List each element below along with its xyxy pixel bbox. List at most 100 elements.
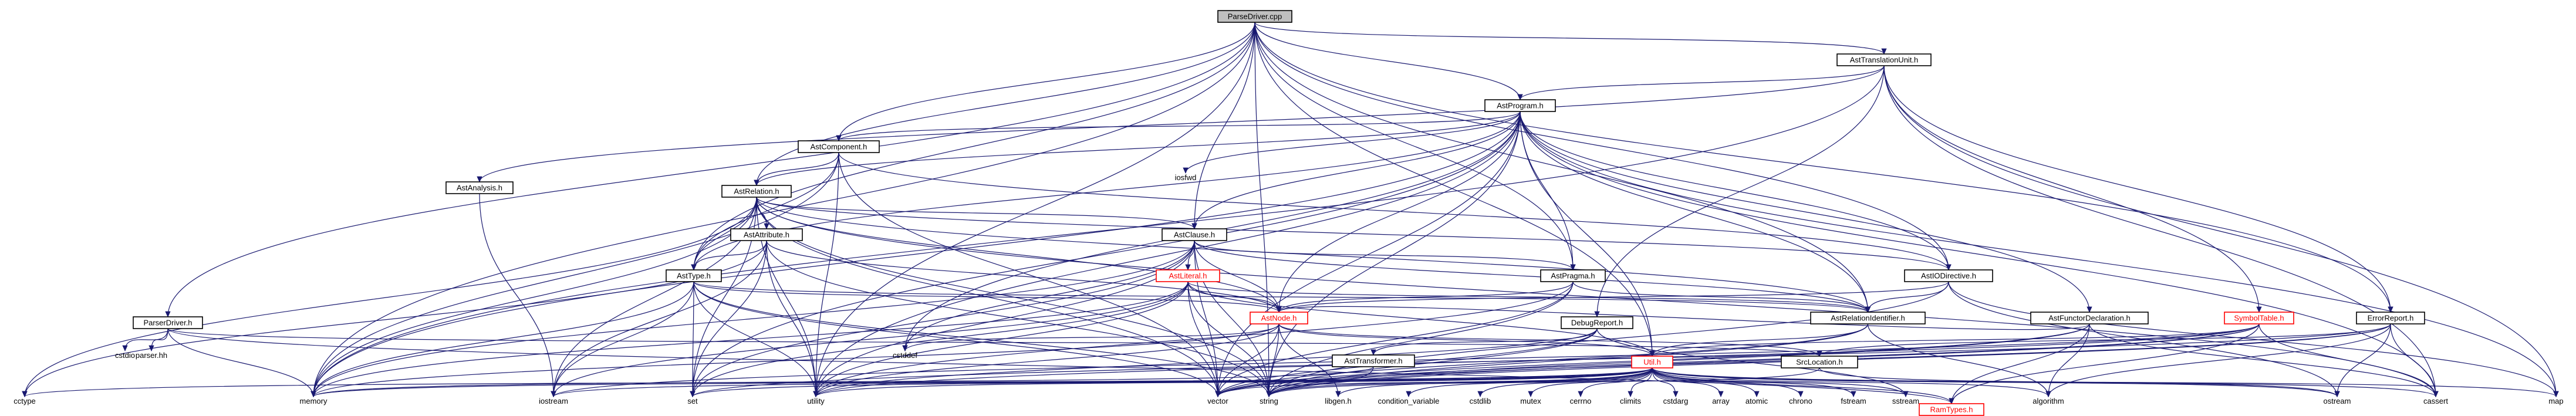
header-label: cstdarg	[1663, 397, 1689, 405]
node-ast-component[interactable]: AstComponent.h	[798, 140, 880, 153]
edge-AstIODirective-to-AstRelationIdentifier	[1867, 281, 1949, 313]
arrowhead	[1185, 264, 1191, 270]
node-ast-analysis[interactable]: AstAnalysis.h	[445, 181, 514, 194]
edge-ParseDriver-to-AstComponent	[838, 22, 1255, 141]
edge-Util-to-set	[692, 367, 1653, 397]
node-label: RamTypes.h	[1930, 405, 1973, 414]
header-cstdio: cstdio	[115, 351, 135, 360]
node-ast-clause[interactable]: AstClause.h	[1162, 228, 1227, 241]
header-iostream: iostream	[539, 397, 568, 405]
arrowhead	[551, 391, 556, 397]
header-cstdlib: cstdlib	[1470, 397, 1491, 405]
arrowhead	[1578, 391, 1584, 397]
node-box[interactable]	[1332, 354, 1415, 367]
arrowhead	[2433, 391, 2439, 397]
node-symbol-table[interactable]: SymbolTable.h	[2224, 312, 2294, 324]
node-box[interactable]	[1250, 312, 1308, 324]
node-ast-literal[interactable]: AstLiteral.h	[1156, 269, 1220, 282]
edge-AstLiteral-to-memory	[313, 281, 1189, 397]
edge-AstTranslationUnit-to-cassert	[1883, 65, 2436, 397]
node-ast-program[interactable]: AstProgram.h	[1484, 99, 1556, 112]
node-box[interactable]	[1919, 403, 1984, 416]
node-box[interactable]	[133, 316, 203, 329]
header-label: climits	[1620, 397, 1642, 405]
arrowhead	[1628, 391, 1633, 397]
node-box[interactable]	[2030, 312, 2149, 324]
header-string: string	[1260, 397, 1278, 405]
edge-AstRelation-to-AstType	[693, 197, 757, 270]
node-ast-attribute[interactable]: AstAttribute.h	[730, 228, 803, 241]
edge-AstProgram-to-AstClause	[1194, 111, 1521, 229]
node-box[interactable]	[1836, 53, 1932, 66]
node-box[interactable]	[730, 228, 803, 241]
node-box[interactable]	[1217, 10, 1292, 23]
node-box[interactable]	[1540, 269, 1606, 282]
edge-AstNode-to-Util	[1278, 323, 1653, 357]
node-box[interactable]	[1810, 312, 1926, 324]
node-parse-driver[interactable]: ParseDriver.cpp	[1217, 10, 1292, 23]
node-label: AstType.h	[677, 272, 711, 280]
node-box[interactable]	[1631, 356, 1673, 368]
edge-AstAttribute-to-set	[692, 240, 767, 397]
edge-Util-to-memory	[313, 367, 1653, 397]
header-label: libgen.h	[1325, 397, 1352, 405]
node-parser-driver[interactable]: ParserDriver.h	[133, 316, 203, 329]
node-box[interactable]	[721, 185, 792, 198]
node-box[interactable]	[2356, 312, 2425, 324]
edge-ParseDriver-to-AstIODirective	[1254, 22, 1949, 270]
node-box[interactable]	[1904, 269, 1993, 282]
node-box[interactable]	[1484, 99, 1556, 112]
node-box[interactable]	[1156, 269, 1220, 282]
node-label: AstProgram.h	[1497, 102, 1543, 110]
edge-Util-to-climits	[1630, 367, 1653, 397]
node-box[interactable]	[445, 181, 514, 194]
node-box[interactable]	[1781, 356, 1858, 368]
node-label: DebugReport.h	[1571, 319, 1623, 327]
edge-AstTranslationUnit-to-ErrorReport	[1883, 65, 2391, 313]
arrowhead	[1477, 391, 1483, 397]
header-label: cstdlib	[1470, 397, 1491, 405]
edge-AstComponent-to-memory	[313, 152, 839, 397]
edge-AstRelationIdentifier-to-algorithm	[1867, 323, 2049, 397]
node-ast-functor-declaration[interactable]: AstFunctorDeclaration.h	[2030, 312, 2149, 324]
node-ast-translation-unit[interactable]: AstTranslationUnit.h	[1836, 53, 1932, 66]
node-box[interactable]	[666, 269, 722, 282]
edge-AstProgram-to-memory	[313, 111, 1521, 397]
node-box[interactable]	[798, 140, 880, 153]
node-ast-type[interactable]: AstType.h	[666, 269, 722, 282]
node-debug-report[interactable]: DebugReport.h	[1561, 316, 1633, 329]
edge-ParserDriver-to-cstdio	[124, 328, 168, 351]
node-ast-pragma[interactable]: AstPragma.h	[1540, 269, 1606, 282]
node-label: ParserDriver.h	[143, 319, 192, 327]
edge-AstClause-to-memory	[313, 240, 1195, 397]
node-box[interactable]	[1561, 316, 1633, 329]
node-util[interactable]: Util.h	[1631, 356, 1673, 368]
node-error-report[interactable]: ErrorReport.h	[2356, 312, 2425, 324]
edge-Util-to-cstdlib	[1480, 367, 1653, 397]
node-box[interactable]	[2224, 312, 2294, 324]
node-label: ErrorReport.h	[2368, 314, 2414, 323]
node-src-location[interactable]: SrcLocation.h	[1781, 356, 1858, 368]
node-box[interactable]	[1162, 228, 1227, 241]
edge-ParseDriver-to-AstPragma	[1254, 22, 1574, 270]
edge-AstTransformer-to-memory	[313, 366, 1374, 397]
edge-AstClause-to-vector	[1194, 240, 1218, 397]
edge-Util-to-atomic	[1652, 367, 1757, 397]
edge-AstProgram-to-iosfwd	[1185, 111, 1521, 174]
node-ast-iodirective[interactable]: AstIODirective.h	[1904, 269, 1993, 282]
arrowhead	[477, 176, 482, 182]
node-ast-node[interactable]: AstNode.h	[1250, 312, 1308, 324]
header-sstream: sstream	[1892, 397, 1919, 405]
edge-AstComponent-to-utility	[815, 152, 839, 397]
edge-ParserDriver-to-RamTypes	[167, 328, 1952, 404]
node-ast-transformer[interactable]: AstTransformer.h	[1332, 354, 1415, 367]
node-ast-relation-identifier[interactable]: AstRelationIdentifier.h	[1810, 312, 1926, 324]
edge-AstClause-to-string	[1194, 240, 1270, 397]
edge-AstIODirective-to-AstNode	[1278, 281, 1949, 313]
node-label: AstComponent.h	[811, 143, 867, 151]
node-ram-types[interactable]: RamTypes.h	[1919, 403, 1984, 416]
arrowhead	[310, 391, 316, 397]
node-ast-relation[interactable]: AstRelation.h	[721, 185, 792, 198]
arrowhead	[1673, 391, 1679, 397]
